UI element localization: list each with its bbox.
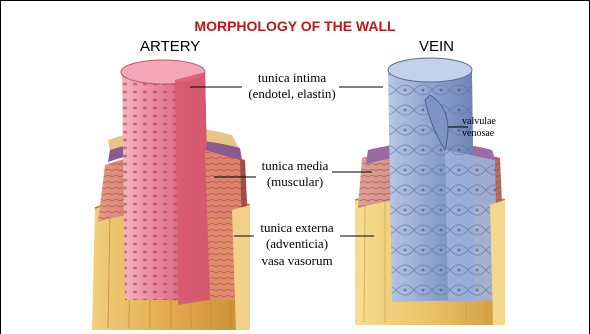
media-detail: (muscular)	[256, 174, 334, 190]
externa-name: tunica externa	[250, 220, 344, 236]
media-label: tunica media (muscular)	[256, 158, 334, 191]
vasa-vasorum: vasa vasorum	[250, 253, 344, 269]
intima-label: tunica intima (endotel, elastin)	[244, 70, 340, 103]
intima-name: tunica intima	[244, 70, 340, 86]
media-name: tunica media	[256, 158, 334, 174]
intima-detail: (endotel, elastin)	[244, 86, 340, 102]
vein-drawing	[355, 58, 505, 325]
externa-label: tunica externa (adventicia) vasa vasorum	[250, 220, 344, 269]
artery-drawing	[92, 60, 250, 330]
valve-label: valvulae venosae	[462, 116, 496, 140]
valve-label-line1: valvulae	[462, 116, 496, 128]
externa-detail: (adventicia)	[250, 236, 344, 252]
valve-label-line2: venosae	[462, 128, 496, 140]
